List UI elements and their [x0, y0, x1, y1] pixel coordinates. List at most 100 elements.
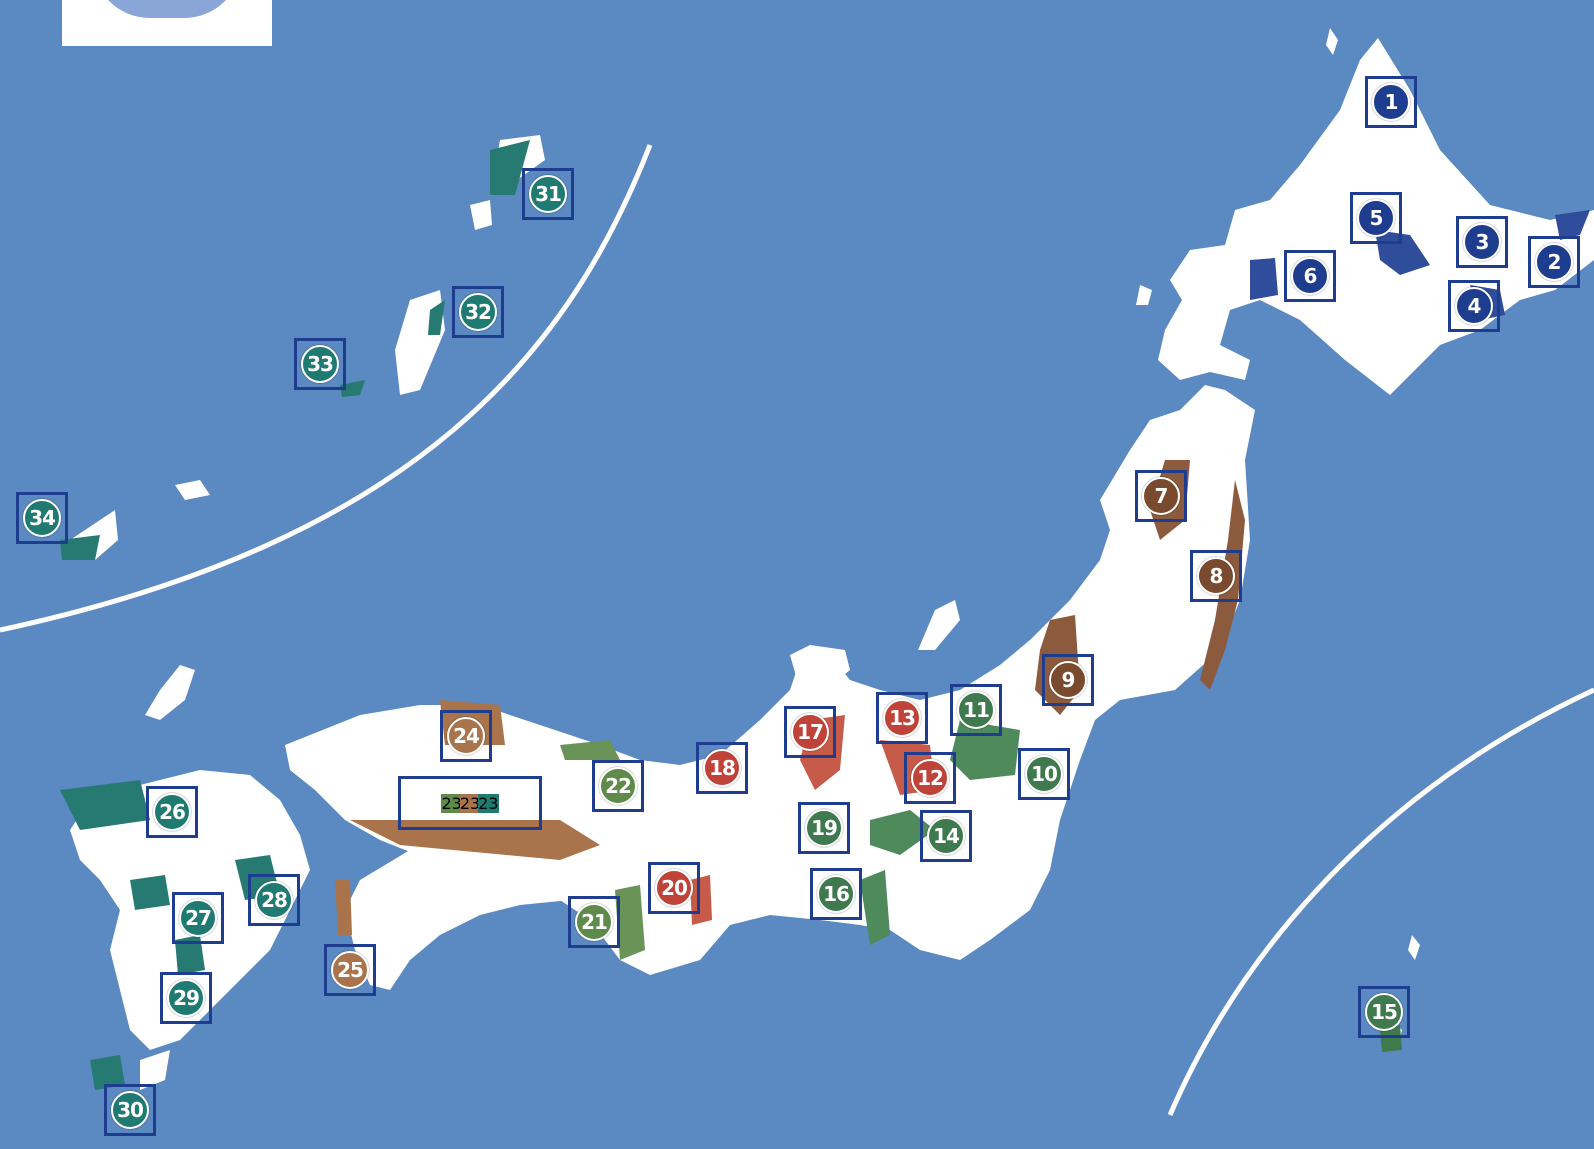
park-marker-7[interactable]: 7 [1135, 470, 1187, 522]
marker-badge: 22 [599, 767, 637, 805]
area-sanin [560, 740, 620, 760]
land-tsushima [145, 665, 195, 720]
park-marker-8[interactable]: 8 [1190, 550, 1242, 602]
area-setonaikai [350, 820, 600, 860]
area-ashizuri [335, 880, 352, 935]
park-marker-10[interactable]: 10 [1018, 748, 1070, 800]
park-marker-25[interactable]: 25 [324, 944, 376, 996]
area-amami [490, 140, 530, 195]
marker-badge: 8 [1197, 557, 1235, 595]
area-izu-islands [860, 870, 890, 945]
marker-badge: 11 [957, 691, 995, 729]
land-south-isles [140, 1050, 170, 1090]
marker-badge: 23 [459, 793, 481, 813]
park-marker-12[interactable]: 12 [904, 752, 956, 804]
area-yoshino [615, 885, 645, 960]
land-sado [918, 600, 960, 650]
land-ryukyu-mid2 [470, 200, 492, 230]
marker-badge: 23 [441, 793, 462, 813]
area-yanbaru [428, 300, 445, 335]
park-marker-19[interactable]: 19 [798, 802, 850, 854]
marker-badge: 5 [1357, 199, 1395, 237]
marker-badge: 16 [817, 875, 855, 913]
land-miyako [175, 480, 210, 500]
marker-badge: 23 [478, 793, 499, 813]
marker-badge: 7 [1142, 477, 1180, 515]
inset-divider-ogasawara [1167, 687, 1594, 1116]
park-marker-26[interactable]: 26 [146, 786, 198, 838]
marker-badge: 33 [301, 345, 339, 383]
land-shikoku [345, 845, 590, 990]
marker-badge: 26 [153, 793, 191, 831]
park-marker-28[interactable]: 28 [248, 874, 300, 926]
park-marker-1[interactable]: 1 [1365, 76, 1417, 128]
marker-badge: 18 [703, 749, 741, 787]
marker-badge: 27 [179, 899, 217, 937]
area-unzen [130, 875, 170, 910]
area-fuji-hakone [870, 810, 935, 855]
park-marker-15[interactable]: 15 [1358, 986, 1410, 1038]
park-marker-14[interactable]: 14 [920, 810, 972, 862]
logo-tab [62, 0, 272, 46]
park-marker-24[interactable]: 24 [440, 710, 492, 762]
marker-badge: 14 [927, 817, 965, 855]
marker-badge: 24 [447, 717, 485, 755]
marker-badge: 2 [1535, 243, 1573, 281]
park-marker-31[interactable]: 31 [522, 168, 574, 220]
marker-badge: 19 [805, 809, 843, 847]
park-marker-9[interactable]: 9 [1042, 654, 1094, 706]
marker-badge: 12 [911, 759, 949, 797]
park-marker-16[interactable]: 16 [810, 868, 862, 920]
marker-badge: 20 [655, 869, 693, 907]
marker-badge: 1 [1372, 83, 1410, 121]
park-marker-22[interactable]: 22 [592, 760, 644, 812]
area-hokkaido-shikotsu [1250, 258, 1278, 300]
park-marker-4[interactable]: 4 [1448, 280, 1500, 332]
park-marker-29[interactable]: 29 [160, 972, 212, 1024]
marker-badge: 3 [1463, 223, 1501, 261]
area-yakushima [90, 1055, 125, 1090]
park-marker-27[interactable]: 27 [172, 892, 224, 944]
area-hokkaido-shiretoko [1555, 210, 1590, 240]
area-ogasawara-park [1380, 1025, 1402, 1052]
inset-divider-okinawa [0, 144, 653, 633]
marker-badge: 6 [1291, 257, 1329, 295]
land-noto [790, 645, 850, 690]
park-marker-2[interactable]: 2 [1528, 236, 1580, 288]
area-kirishima [175, 935, 205, 975]
park-marker-6[interactable]: 6 [1284, 250, 1336, 302]
marker-badge: 10 [1025, 755, 1063, 793]
land-rishiri [1326, 28, 1338, 55]
park-marker-33[interactable]: 33 [294, 338, 346, 390]
logo-arc [92, 0, 242, 18]
park-marker-5[interactable]: 5 [1350, 192, 1402, 244]
park-marker-17[interactable]: 17 [784, 706, 836, 758]
park-marker-30[interactable]: 30 [104, 1084, 156, 1136]
area-kerama [340, 380, 365, 397]
marker-badge: 34 [23, 499, 61, 537]
marker-badge: 28 [255, 881, 293, 919]
park-marker-21[interactable]: 21 [568, 896, 620, 948]
marker-badge: 9 [1049, 661, 1087, 699]
marker-badge: 4 [1455, 287, 1493, 325]
marker-badge: 13 [883, 699, 921, 737]
marker-badge: 30 [111, 1091, 149, 1129]
park-marker-18[interactable]: 18 [696, 742, 748, 794]
park-marker-20[interactable]: 20 [648, 862, 700, 914]
park-marker-3[interactable]: 3 [1456, 216, 1508, 268]
park-marker-32[interactable]: 32 [452, 286, 504, 338]
marker-badge: 15 [1365, 993, 1403, 1031]
marker-badge: 32 [459, 293, 497, 331]
land-ogasawara [1408, 935, 1420, 960]
marker-badge: 31 [529, 175, 567, 213]
marker-badge: 25 [331, 951, 369, 989]
area-saikai [60, 780, 150, 830]
park-marker-13[interactable]: 13 [876, 692, 928, 744]
park-marker-34[interactable]: 34 [16, 492, 68, 544]
marker-badge: 29 [167, 979, 205, 1017]
park-marker-11[interactable]: 11 [950, 684, 1002, 736]
park-marker-23-group[interactable]: 23 23 23 [398, 776, 542, 830]
land-okushiri [1136, 285, 1152, 305]
